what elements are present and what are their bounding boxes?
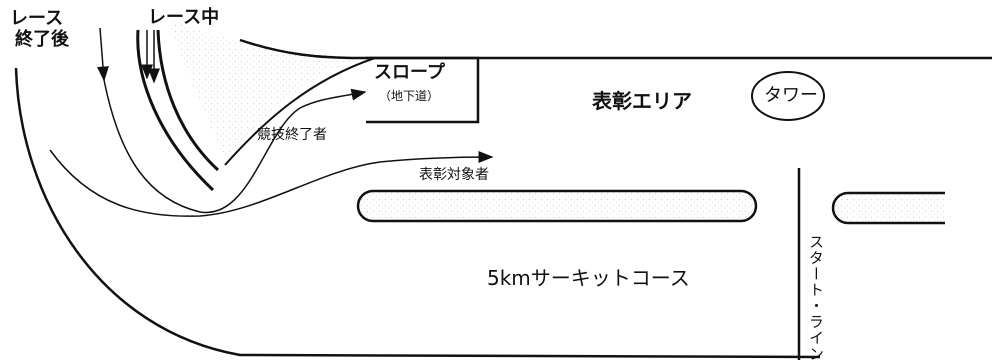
race-finished-arrow xyxy=(96,27,109,82)
slope-label: スロープ xyxy=(374,62,445,83)
infield-island xyxy=(356,189,758,223)
start-line-label: スタート・ライン xyxy=(807,234,825,362)
award-recipients-path xyxy=(49,149,494,217)
lane-line-1 xyxy=(136,29,215,192)
circuit-outer-line xyxy=(14,67,821,359)
race-finished-label-2: 終了後 xyxy=(15,29,69,50)
race-ongoing-label: レース中 xyxy=(148,7,220,28)
award-recipients-label: 表彰対象者 xyxy=(419,167,489,183)
tower-circle xyxy=(751,71,825,121)
tower-label: タワー xyxy=(764,85,818,106)
circuit-course-label: 5kmサーキットコース xyxy=(487,266,690,290)
award-area-label: 表彰エリア xyxy=(592,89,692,113)
right-island xyxy=(831,191,945,225)
race-finished-label-1: レース xyxy=(10,8,64,29)
slope-box xyxy=(366,56,480,124)
underpass-label: （地下道） xyxy=(379,89,440,103)
finished-competitors-label: 競技終了者 xyxy=(257,127,327,143)
inner-corner-curve xyxy=(224,57,376,166)
finished-path xyxy=(103,79,367,214)
lane-line-2 xyxy=(156,29,220,172)
course-top-boundary xyxy=(239,38,992,60)
